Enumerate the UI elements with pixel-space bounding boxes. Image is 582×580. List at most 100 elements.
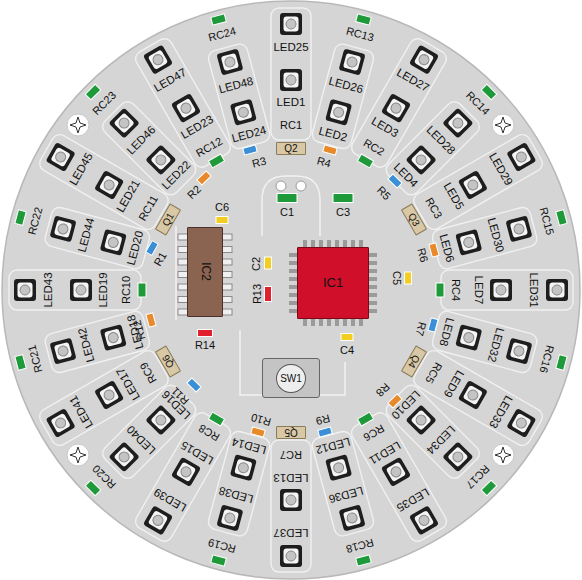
led-lens-frame [494,283,509,298]
arm-trace [133,410,234,544]
arm-trace [431,310,539,375]
led-lens-frame [463,385,483,405]
led-body [458,170,488,200]
led-lens-frame [104,328,122,346]
led-arms [9,8,573,572]
led-designator: LED6 [438,233,457,264]
led-lens [20,285,30,295]
led-symbol [50,338,77,365]
resistor-designator: R2 [185,183,203,201]
fiducial [67,114,89,136]
led-lens [151,514,165,528]
led-designator: LED10 [389,388,422,421]
led-lens-frame [343,509,361,527]
led-lens-frame [411,149,432,170]
arm-trace [9,270,141,310]
led-symbol [546,279,568,301]
led-lens [466,178,480,192]
led-body [46,408,76,438]
led-lens-frame [176,98,196,118]
led-symbol [442,441,473,472]
led-designator: LED27 [394,66,430,94]
trace [262,176,320,236]
led-symbol [216,504,243,531]
led-lens-frame [54,342,72,360]
led-designator: LED26 [327,75,364,96]
led-lens-frame [284,493,299,508]
resistor [146,313,156,327]
resistor-designator: RC10 [120,276,132,304]
trace [175,226,177,320]
transistor: Q5 [276,426,306,439]
led-lens [496,285,506,295]
led-body [143,45,173,75]
led-designator: LED5 [441,181,466,212]
ic-pin [289,309,297,313]
led-designator: LED43 [42,272,54,307]
resistor-designator: RC24 [207,25,237,44]
part-name: Q6 [160,352,176,369]
resistor-designator: RC3 [423,195,444,220]
led-arm [311,42,376,150]
led-arm [383,98,483,198]
capacitor-designator: C1 [280,206,294,218]
led-lens [552,285,562,295]
rc-resistor [138,283,146,297]
smd-parts [15,14,567,566]
led-lens [102,178,116,192]
arm-trace [43,206,151,271]
led-symbol [94,170,124,200]
led-body [143,505,173,535]
led-designator: LED35 [394,486,430,514]
ic-pin [369,301,377,305]
arm-trace [37,132,171,233]
led-lens-frame [150,410,171,431]
led-body [409,505,439,535]
led-designator: LED46 [124,123,157,156]
resistor [198,330,213,337]
capacitor [405,272,412,284]
resistor-designator: RC2 [361,136,386,157]
led-arm [99,98,199,198]
led-designator: LED11 [367,439,403,467]
led-lens [332,106,344,118]
resistor [429,243,439,257]
led-lens-frame [114,446,135,467]
led-lens [286,551,296,561]
led-lens [389,465,403,479]
resistor-designator: RC20 [89,463,117,491]
led-body [46,142,76,172]
fiducial-ring [67,114,89,136]
ic-dip-package: IC2 [187,227,223,317]
led-body [216,49,243,76]
led-symbol [100,229,127,256]
part-name: Q3 [406,210,422,227]
led-designator: LED40 [124,423,157,456]
led-arm [99,382,199,482]
ic-pin [289,285,297,289]
led-body [280,13,302,35]
led-lens-frame [221,509,239,527]
led-symbol [171,457,201,487]
led-symbol [381,93,411,123]
rc-resistor [15,210,26,226]
rc-resistor [211,555,227,566]
led-lens [332,462,344,474]
ic-pin [289,261,297,265]
ic-pin [369,277,377,281]
resistor-designator: RC8 [196,422,221,443]
led-designator: LED29 [487,150,515,186]
led-lens-frame [447,113,468,134]
led-symbol [506,142,536,172]
led-body [381,93,411,123]
arm-trace [431,206,539,271]
dip-pad [222,272,232,278]
dip-pad [222,284,232,290]
ic-pin [369,253,377,257]
led-designator: LED39 [151,486,187,514]
led-lens-frame [50,413,70,433]
arm-trace [441,270,573,310]
resistor-designator: RC23 [89,88,117,116]
led-designator: LED3 [370,115,401,140]
rc-resistor [357,154,373,168]
